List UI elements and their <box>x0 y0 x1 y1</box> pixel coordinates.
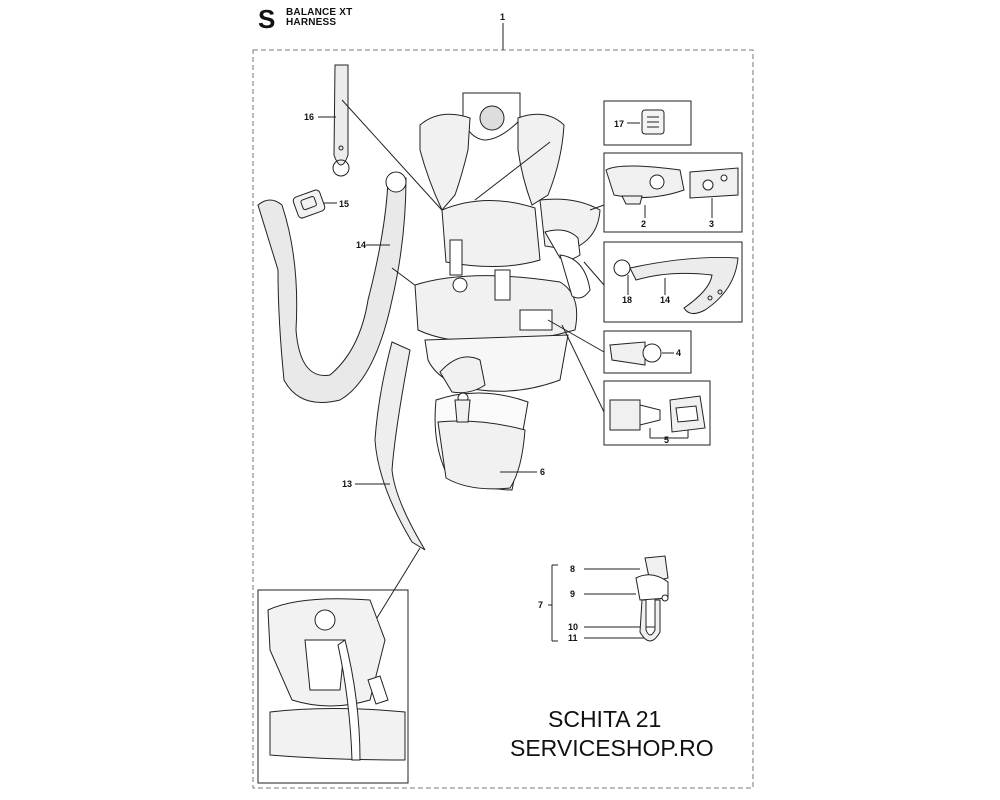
watermark-line-1: SCHITA 21 <box>548 706 662 732</box>
callout-9: 9 <box>570 589 575 599</box>
part-7-hook-assembly <box>635 555 669 642</box>
callout-15: 15 <box>339 199 349 209</box>
callout-18: 18 <box>622 295 632 305</box>
callout-10: 10 <box>568 622 578 632</box>
callout-13: 13 <box>342 479 352 489</box>
detail-inset-box <box>257 589 409 784</box>
watermark-line-2: SERVICESHOP.RO <box>510 735 714 761</box>
callout-3: 3 <box>709 219 714 229</box>
callout-14-right: 14 <box>660 295 670 305</box>
callout-1: 1 <box>500 12 505 22</box>
part-18-14-box <box>603 241 743 323</box>
callout-8: 8 <box>570 564 575 574</box>
callout-17: 17 <box>614 119 624 129</box>
part-14-hip-strap <box>257 171 407 403</box>
model-name: BALANCE XT <box>286 7 353 18</box>
part-13-back-strap <box>374 341 426 551</box>
inset-back-detail <box>267 598 406 761</box>
callout-5: 5 <box>664 435 669 445</box>
part-14-short-strap <box>613 256 739 314</box>
callout-11: 11 <box>568 633 578 643</box>
part-17-buckle <box>641 109 665 135</box>
part-3-plate <box>689 167 739 199</box>
callout-14-left: 14 <box>356 240 366 250</box>
part-4-hook <box>609 341 662 366</box>
part-16-strap <box>332 64 350 177</box>
callout-16: 16 <box>304 112 314 122</box>
callout-6: 6 <box>540 467 545 477</box>
callout-2: 2 <box>641 219 646 229</box>
part-2-chest-plate <box>605 165 685 205</box>
section-letter: S <box>258 4 276 34</box>
part-15-buckle <box>292 189 326 219</box>
assembly-name: HARNESS <box>286 17 337 28</box>
part-5-buckle <box>609 395 706 433</box>
part-17-box <box>603 100 692 146</box>
part-2-3-box <box>603 152 743 233</box>
callout-4: 4 <box>676 348 681 358</box>
part-5-box <box>603 380 711 446</box>
harness-buckles <box>449 229 591 331</box>
callout-7: 7 <box>538 600 543 610</box>
